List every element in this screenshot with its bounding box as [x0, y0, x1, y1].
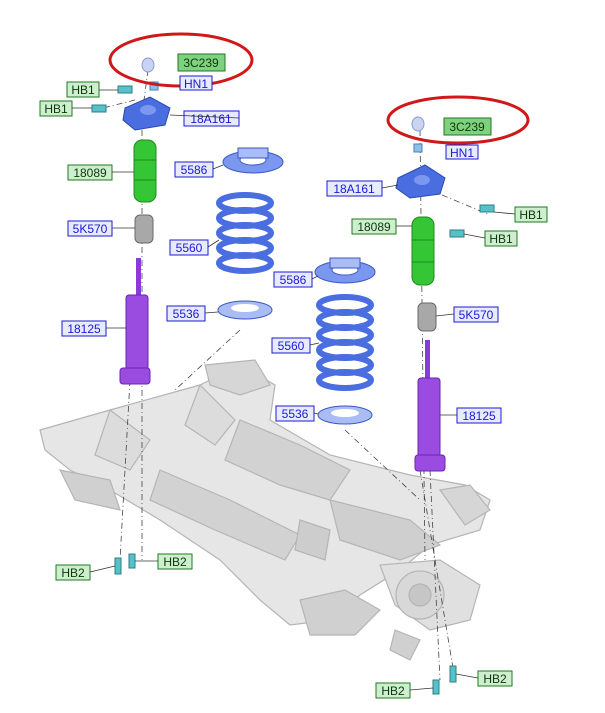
right-top-nut [411, 116, 425, 132]
svg-text:5K570: 5K570 [73, 222, 108, 236]
callout-18125-right[interactable]: 18125 [456, 407, 502, 424]
callout-5536-right[interactable]: 5536 [275, 405, 315, 422]
svg-text:HB2: HB2 [61, 566, 85, 580]
right-hb2-bolt-b [449, 665, 457, 683]
right-bump-stop [417, 302, 437, 332]
right-coil-spring [316, 294, 374, 391]
callout-hb2-left-a[interactable]: HB2 [55, 564, 91, 581]
svg-text:HB2: HB2 [163, 555, 187, 569]
callout-5560-right[interactable]: 5560 [271, 337, 311, 354]
callout-5k570-left[interactable]: 5K570 [67, 220, 113, 237]
callout-hb1-right-a[interactable]: HB1 [514, 206, 548, 223]
callout-18a161-left[interactable]: 18A161 [183, 110, 240, 127]
right-top-mount [395, 164, 446, 199]
svg-text:18A161: 18A161 [190, 112, 232, 126]
callout-3c239-right[interactable]: 3C239 [443, 117, 492, 136]
callout-hb1-right-b[interactable]: HB1 [484, 230, 518, 247]
left-dust-boot [133, 139, 157, 203]
svg-text:18089: 18089 [73, 166, 107, 180]
callout-5536-left[interactable]: 5536 [166, 305, 206, 322]
left-hb1-bolt-b [91, 104, 107, 113]
callout-hb2-left-b[interactable]: HB2 [157, 553, 193, 570]
left-hb2-bolt-b [128, 553, 136, 569]
callout-18089-left[interactable]: 18089 [67, 164, 113, 181]
svg-text:HN1: HN1 [184, 77, 208, 91]
right-upper-spring-seat [314, 257, 376, 284]
svg-text:3C239: 3C239 [183, 56, 219, 70]
left-lower-spring-seat [217, 300, 273, 320]
right-washer [413, 143, 423, 153]
right-3c239-highlight [386, 95, 530, 145]
svg-text:HN1: HN1 [450, 146, 474, 160]
callout-hb1-left-b[interactable]: HB1 [39, 100, 73, 117]
left-shock-absorber [119, 258, 151, 385]
callout-5586-right[interactable]: 5586 [273, 271, 313, 288]
callout-hn1-left[interactable]: HN1 [179, 75, 213, 91]
svg-text:5K570: 5K570 [459, 308, 494, 322]
svg-text:5560: 5560 [278, 339, 305, 353]
svg-text:5586: 5586 [280, 273, 307, 287]
left-coil-spring [216, 192, 274, 274]
svg-text:5536: 5536 [173, 307, 200, 321]
callout-hb2-right-b[interactable]: HB2 [477, 670, 513, 687]
callout-hb2-right-a[interactable]: HB2 [375, 682, 411, 699]
right-dust-boot [411, 216, 435, 286]
svg-text:HB2: HB2 [381, 684, 405, 698]
callout-18a161-right[interactable]: 18A161 [326, 180, 383, 197]
right-hb2-bolt-a [432, 679, 440, 695]
left-top-nut [141, 57, 155, 73]
svg-text:18A161: 18A161 [333, 182, 375, 196]
svg-text:5586: 5586 [181, 163, 208, 177]
svg-text:18125: 18125 [67, 322, 101, 336]
callout-hb1-left-a[interactable]: HB1 [66, 81, 100, 98]
svg-text:18125: 18125 [462, 409, 496, 423]
left-bump-stop [134, 214, 154, 244]
left-hb1-bolt-a [117, 85, 133, 94]
svg-text:HB1: HB1 [44, 102, 68, 116]
svg-text:18089: 18089 [357, 220, 391, 234]
callout-3c239-left[interactable]: 3C239 [177, 53, 226, 72]
svg-text:5536: 5536 [282, 407, 309, 421]
callout-hn1-right[interactable]: HN1 [445, 144, 479, 160]
right-hb1-bolt-b [449, 229, 465, 238]
svg-text:5560: 5560 [176, 241, 203, 255]
callout-5586-left[interactable]: 5586 [174, 161, 214, 178]
callout-5k570-right[interactable]: 5K570 [453, 306, 499, 323]
left-top-mount [122, 96, 171, 131]
callout-18125-left[interactable]: 18125 [61, 320, 107, 337]
callout-5560-left[interactable]: 5560 [169, 239, 209, 256]
right-lower-spring-seat [317, 405, 373, 425]
svg-text:3C239: 3C239 [449, 120, 485, 134]
rear-subframe [39, 359, 491, 661]
left-hb2-bolt-a [114, 557, 122, 575]
svg-text:HB1: HB1 [71, 83, 95, 97]
left-upper-spring-seat [222, 147, 284, 174]
svg-text:HB1: HB1 [489, 232, 513, 246]
svg-text:HB2: HB2 [483, 672, 507, 686]
callout-connectors [72, 89, 516, 691]
right-shock-absorber [414, 340, 446, 472]
callout-18089-right[interactable]: 18089 [351, 218, 397, 235]
right-hb1-bolt-a [479, 204, 495, 213]
svg-text:HB1: HB1 [519, 208, 543, 222]
